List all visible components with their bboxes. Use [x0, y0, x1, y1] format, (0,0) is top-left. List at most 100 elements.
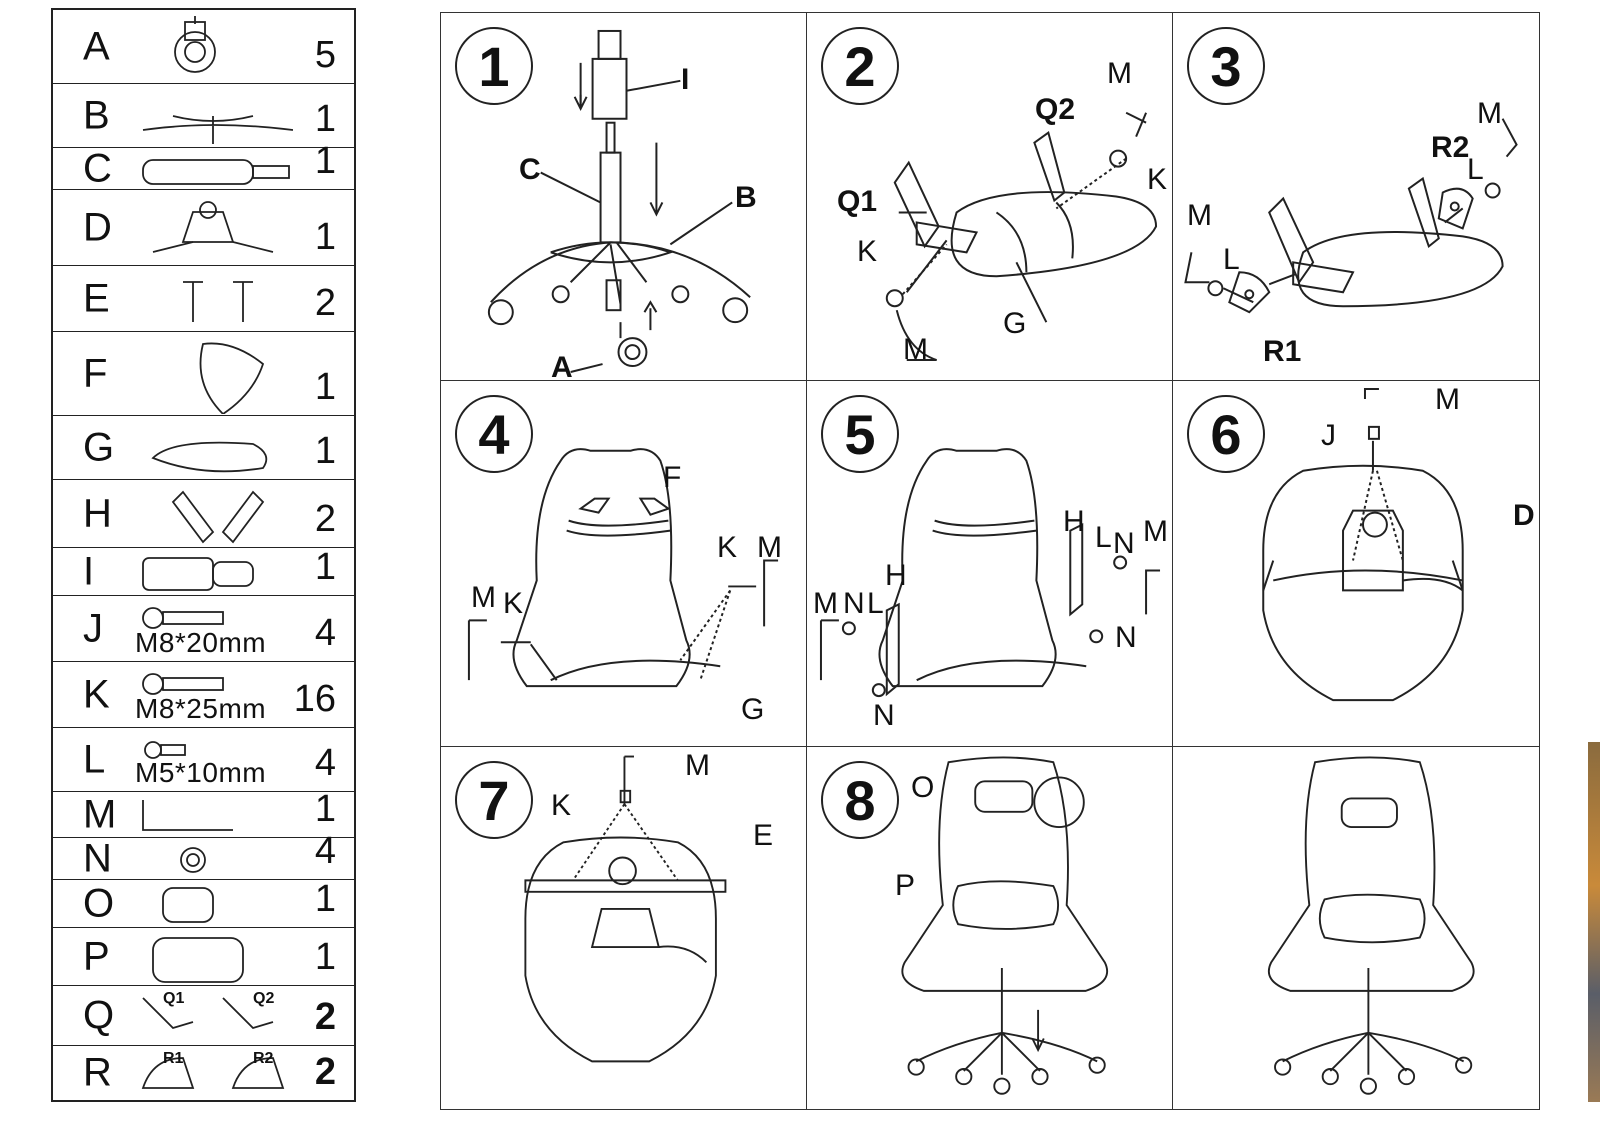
label-P: P [895, 869, 916, 902]
label-M: M [757, 531, 782, 564]
step-7-panel: 7 M K E [441, 747, 807, 1109]
headrest-pillow-icon [133, 882, 293, 925]
label-N: N [843, 587, 865, 620]
part-letter: O [83, 881, 115, 925]
part-letter: P [83, 934, 110, 978]
step-6-panel: 6 M J D [1173, 381, 1539, 747]
armrest-icon [133, 268, 293, 329]
part-quantity: 4 [314, 742, 336, 784]
part-letter: I [83, 549, 95, 593]
label-C: C [519, 153, 541, 186]
part-sub-label: R2 [253, 1050, 274, 1067]
part-quantity: 1 [314, 366, 336, 408]
photo-edge-fragment [1588, 742, 1600, 1102]
part-quantity: 5 [314, 34, 336, 76]
step-number: 2 [821, 27, 899, 105]
label-R2: R2 [1431, 131, 1470, 164]
step-6-illustration [1262, 387, 1464, 702]
part-quantity: 1 [314, 430, 336, 472]
step-2-panel: 2 M Q2 K Q1 K G M [807, 13, 1173, 381]
part-spec: M8*20mm [135, 627, 267, 658]
recline-bracket-icon [133, 988, 293, 1043]
step-number: 6 [1187, 395, 1265, 473]
label-A: A [551, 351, 573, 381]
part-letter: B [83, 93, 110, 137]
label-L: L [1467, 153, 1484, 186]
step-7-illustration [524, 755, 727, 1063]
part-letter: K [83, 672, 110, 716]
part-quantity: 2 [314, 498, 336, 540]
step-8-panel: 8 O P [807, 747, 1173, 1109]
label-M: M [903, 333, 928, 366]
label-Q1: Q1 [837, 185, 878, 218]
label-N: N [1113, 527, 1135, 560]
bolt-icon [133, 664, 293, 725]
tilt-mechanism-icon [133, 192, 293, 263]
label-K: K [1147, 163, 1168, 196]
five-star-base-icon [133, 86, 294, 145]
part-quantity: 1 [314, 878, 336, 920]
part-letter: G [83, 425, 115, 469]
step-2-illustration [885, 111, 1158, 362]
final-assembled-panel [1173, 747, 1539, 1109]
step-8-illustration [901, 756, 1109, 1095]
label-M: M [1477, 97, 1502, 130]
part-quantity: 4 [314, 612, 336, 654]
part-sub-label: Q2 [253, 990, 275, 1007]
step-number: 5 [821, 395, 899, 473]
part-letter: M [83, 792, 117, 836]
part-quantity: 1 [314, 936, 336, 978]
label-L: L [1095, 521, 1112, 554]
part-quantity: 2 [314, 996, 336, 1038]
part-letter: E [83, 276, 110, 320]
label-N: N [1115, 621, 1137, 654]
backrest-icon [133, 334, 293, 416]
part-quantity: 16 [293, 678, 336, 720]
step-number: 7 [455, 761, 533, 839]
cylinder-cover-icon [133, 550, 293, 593]
part-letter: F [83, 351, 108, 395]
assembly-steps-grid: 1 I C B A 2 [440, 12, 1540, 1110]
label-M: M [471, 581, 496, 614]
bracket-cover-icon [133, 1048, 293, 1098]
part-spec: M8*25mm [135, 693, 267, 724]
part-letter: C [83, 146, 112, 190]
part-quantity: 1 [314, 140, 336, 182]
label-K: K [551, 789, 572, 822]
label-M: M [685, 749, 710, 782]
washer-nut-icon [133, 840, 293, 877]
part-quantity: 1 [314, 546, 336, 588]
label-Q2: Q2 [1035, 93, 1076, 126]
part-letter: A [83, 24, 110, 68]
label-H: H [1063, 505, 1085, 538]
label-H: H [885, 559, 907, 592]
part-letter: D [83, 205, 112, 249]
part-quantity: 1 [314, 216, 336, 258]
label-G: G [1003, 307, 1027, 340]
step-3-illustration [1184, 118, 1518, 314]
label-G: G [741, 693, 765, 726]
label-O: O [911, 771, 935, 804]
label-M: M [1187, 199, 1212, 232]
label-D: D [1513, 499, 1535, 532]
part-letter: L [83, 737, 106, 781]
caster-wheel-icon [133, 12, 293, 81]
part-letter: R [83, 1050, 112, 1095]
gas-lift-cylinder-icon [133, 150, 293, 187]
part-sub-label: R1 [163, 1050, 184, 1067]
label-L: L [1223, 243, 1240, 276]
part-letter: Q [83, 993, 115, 1037]
part-quantity: 1 [314, 788, 336, 830]
label-R1: R1 [1263, 335, 1302, 368]
